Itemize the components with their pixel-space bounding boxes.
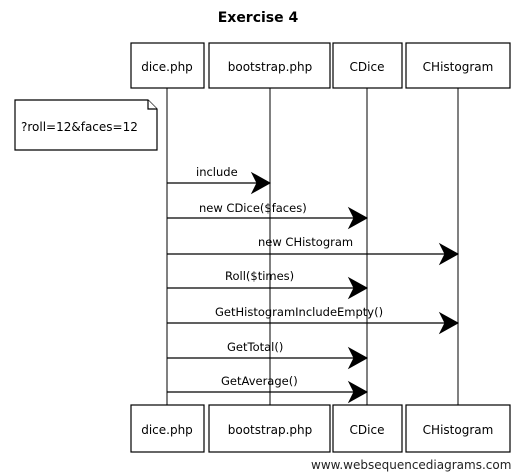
lifelines [166, 88, 459, 405]
participant-label: CDice [350, 423, 385, 437]
participant-label: CHistogram [423, 60, 494, 74]
participant-label: bootstrap.php [228, 423, 313, 437]
message-label: new CDice($faces) [199, 201, 307, 215]
message-label: GetAverage() [221, 374, 298, 388]
participant-top-bootstrap-php: bootstrap.php [208, 42, 331, 89]
participant-label: dice.php [141, 423, 193, 437]
participant-bottom-cdice: CDice [332, 404, 403, 453]
message-roll: Roll($times) [167, 269, 369, 300]
message-get-average: GetAverage() [167, 374, 369, 404]
participant-top-dice-php: dice.php [130, 42, 205, 89]
message-label: Roll($times) [225, 269, 294, 283]
participant-top-chistogram: CHistogram [405, 42, 511, 89]
participant-label: CDice [350, 60, 385, 74]
credit-link[interactable]: www.websequencediagrams.com [311, 458, 512, 472]
participant-top-cdice: CDice [332, 42, 403, 89]
message-label: GetHistogramIncludeEmpty() [215, 305, 383, 319]
note-text: ?roll=12&faces=12 [21, 120, 138, 134]
participants-bottom: dice.php bootstrap.php CDice CHistogram [130, 404, 511, 453]
participant-bottom-chistogram: CHistogram [405, 404, 511, 453]
message-new-chistogram: new CHistogram [167, 235, 460, 266]
participant-bottom-bootstrap-php: bootstrap.php [208, 404, 331, 453]
messages: include new CDice($faces) new CHistogram… [167, 165, 460, 404]
message-get-histogram: GetHistogramIncludeEmpty() [167, 305, 460, 335]
diagram-title: Exercise 4 [218, 10, 299, 26]
message-include: include [167, 165, 272, 195]
message-new-cdice: new CDice($faces) [167, 201, 369, 230]
note: ?roll=12&faces=12 [14, 99, 158, 151]
participants-top: dice.php bootstrap.php CDice CHistogram [130, 42, 511, 89]
participant-bottom-dice-php: dice.php [130, 404, 205, 453]
participant-label: dice.php [141, 60, 193, 74]
message-label: GetTotal() [227, 340, 283, 354]
message-label: include [196, 165, 238, 179]
participant-label: bootstrap.php [228, 60, 313, 74]
message-get-total: GetTotal() [167, 340, 369, 370]
message-label: new CHistogram [258, 235, 353, 249]
participant-label: CHistogram [423, 423, 494, 437]
